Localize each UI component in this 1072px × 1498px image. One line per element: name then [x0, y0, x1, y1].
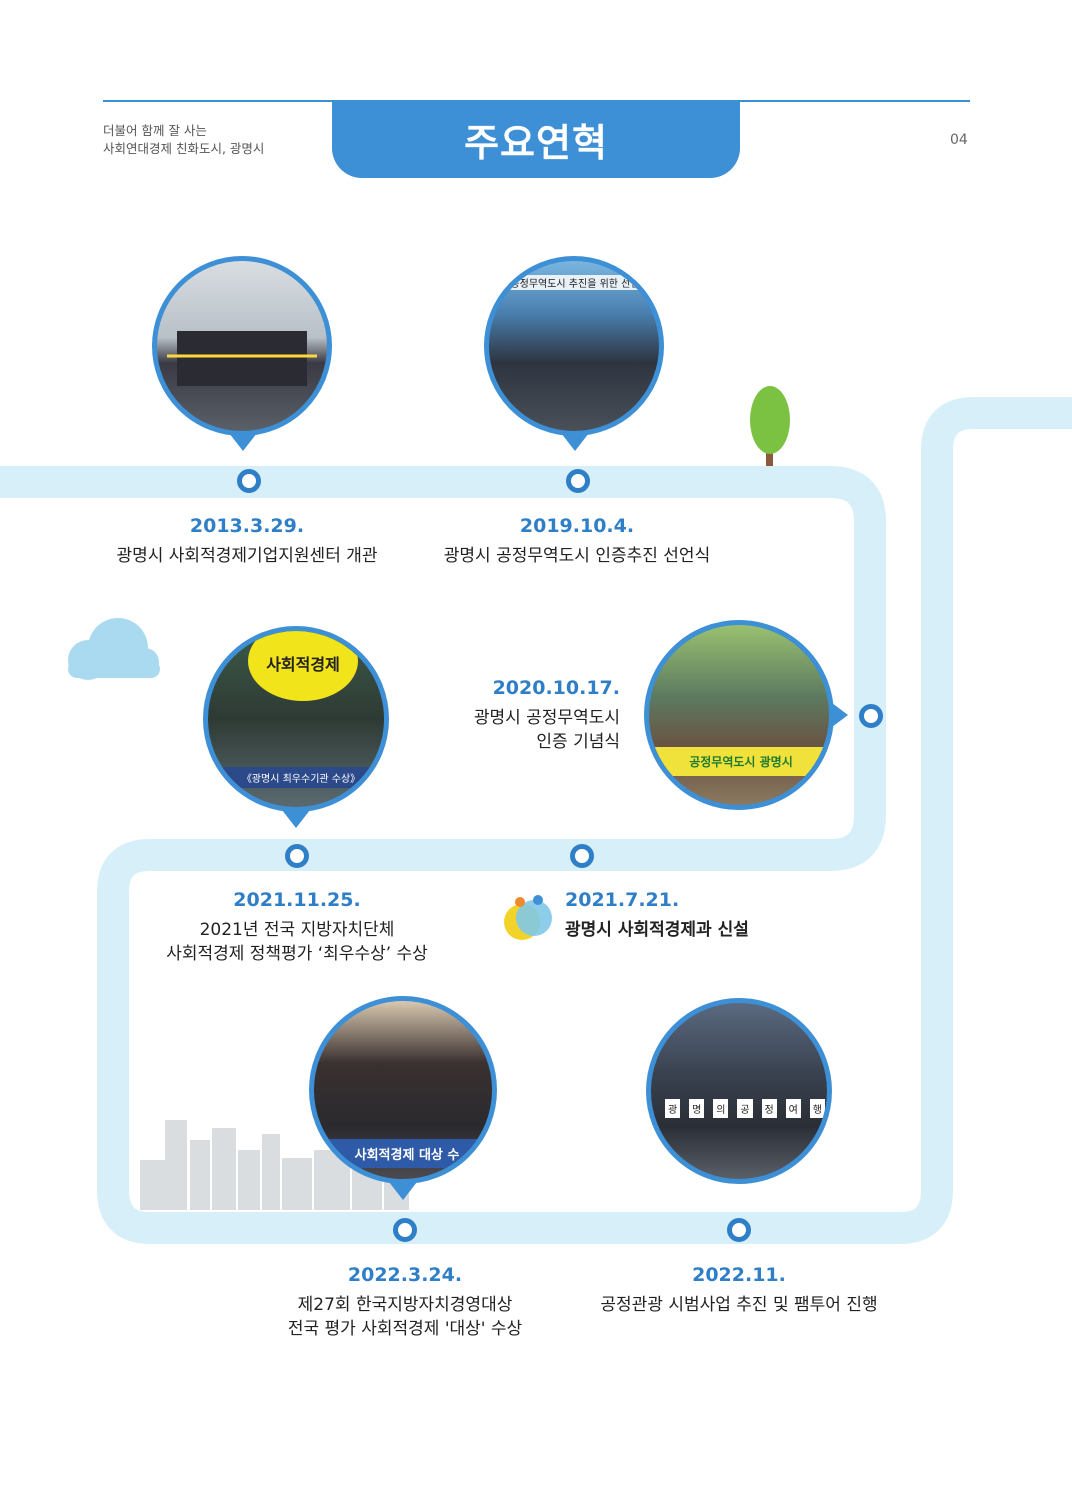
page-title: 주요연혁	[332, 100, 740, 178]
cloud-icon	[68, 618, 160, 680]
photo-pin	[282, 810, 310, 828]
photo-2013-opening	[152, 256, 332, 436]
photo-2022-grand-prize: 사회적경제 대상 수	[309, 996, 497, 1184]
photo-2022-fair-tour: 광 명 의 공 정 여 행	[646, 998, 832, 1184]
ribbon-cutting-illustration	[167, 331, 317, 386]
card: 광	[665, 1099, 681, 1118]
photo-pin	[561, 433, 589, 451]
photo-pin	[389, 1182, 417, 1200]
timeline-dot	[237, 469, 261, 493]
event-date: 2022.11.	[692, 1264, 786, 1286]
event-date: 2013.3.29.	[189, 515, 305, 537]
photo-banner: 공정무역도시 추진을 위한 선언	[505, 275, 645, 290]
social-economy-logo-icon	[504, 895, 552, 940]
event-date: 2020.10.17.	[492, 677, 620, 699]
photo-banner: 사회적경제 대상 수	[318, 1139, 492, 1168]
photo-pin	[229, 433, 257, 451]
page-number: 04	[950, 132, 968, 148]
photo-cards: 광 명 의 공 정 여 행	[665, 1099, 825, 1118]
card: 공	[737, 1099, 753, 1118]
photo-2019-declaration: 공정무역도시 추진을 위한 선언	[484, 256, 664, 436]
event-desc: 광명시 공정무역도시 인증추진 선언식	[443, 546, 711, 566]
event-desc: 제27회 한국지방자치경영대상 전국 평가 사회적경제 '대상' 수상	[287, 1295, 523, 1339]
card: 여	[785, 1099, 801, 1118]
timeline-dot	[566, 469, 590, 493]
event-desc: 2021년 전국 지방자치단체 사회적경제 정책평가 ‘최우수상’ 수상	[166, 920, 428, 964]
balloon	[248, 631, 358, 701]
event-date: 2021.7.21.	[565, 889, 680, 911]
event-desc: 광명시 사회적경제기업지원센터 개관	[116, 546, 378, 566]
timeline-dot	[727, 1218, 751, 1242]
tree-icon	[750, 386, 790, 466]
event-desc: 공정관광 시범사업 추진 및 팸투어 진행	[600, 1295, 878, 1315]
timeline-dot	[859, 704, 883, 728]
card: 행	[809, 1099, 825, 1118]
event-date: 2022.3.24.	[347, 1264, 463, 1286]
photo-pin	[832, 703, 848, 727]
event-desc: 광명시 사회적경제과 신설	[565, 920, 749, 940]
balloon-label: 사회적경제	[266, 655, 340, 674]
card: 명	[689, 1099, 705, 1118]
photo-banner: 《광명시 최우수기관 수상》	[218, 767, 384, 788]
city-skyline	[140, 1120, 409, 1210]
header-subtitle: 더불어 함께 잘 사는 사회연대경제 친화도시, 광명시	[103, 123, 265, 156]
timeline-dot	[285, 844, 309, 868]
photo-banner: 공정무역도시 광명시	[655, 747, 827, 776]
photo-2021-award: 사회적경제 《광명시 최우수기관 수상》	[203, 626, 389, 812]
event-date: 2019.10.4.	[519, 515, 635, 537]
timeline-dot	[570, 844, 594, 868]
timeline-dot	[393, 1218, 417, 1242]
photo-2020-ceremony: 공정무역도시 광명시	[644, 620, 834, 810]
card: 의	[713, 1099, 729, 1118]
event-desc: 광명시 공정무역도시 인증 기념식	[473, 708, 620, 752]
event-date: 2021.11.25.	[233, 889, 361, 911]
card: 정	[761, 1099, 777, 1118]
